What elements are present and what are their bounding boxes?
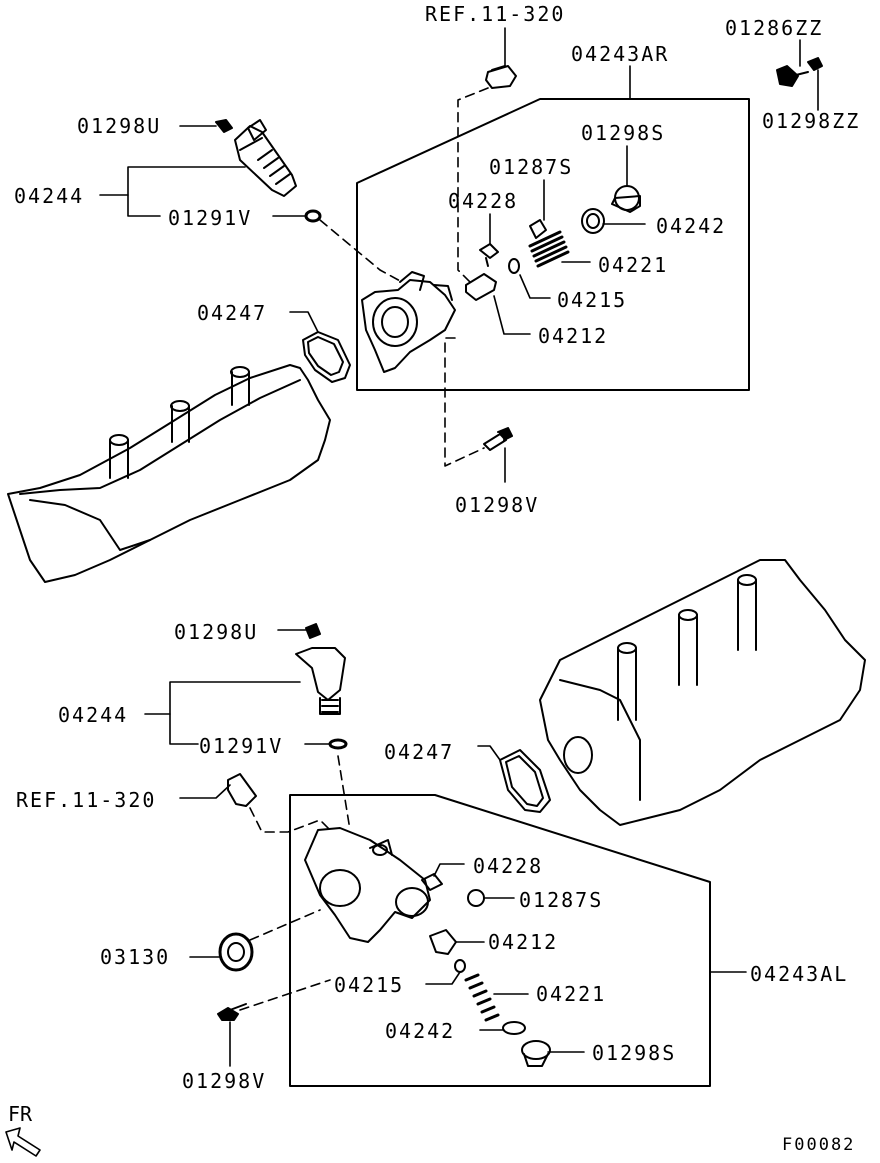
label-04242-lower: 04242 (385, 1019, 456, 1043)
lower-oring-01291v (328, 738, 348, 750)
upper-bolt-01298v (483, 427, 513, 451)
front-arrow (5, 1127, 41, 1157)
lower-pin-04228 (421, 873, 443, 891)
label-04215-upper: 04215 (557, 288, 628, 312)
upper-piston-04212 (465, 273, 497, 301)
label-01287s-lower: 01287S (519, 888, 604, 912)
label-01287s-upper: 01287S (489, 155, 574, 179)
label-04243al: 04243AL (750, 962, 849, 986)
label-04212-lower: 04212 (488, 930, 559, 954)
lower-cap-01287s (467, 889, 485, 907)
upper-pin-04228 (479, 243, 499, 267)
label-01298s-lower: 01298S (592, 1041, 677, 1065)
label-04243ar: 04243AR (571, 42, 670, 66)
lower-gasket (499, 749, 551, 813)
upper-gasket (302, 331, 351, 383)
label-04221-lower: 04221 (536, 982, 607, 1006)
label-ref-upper: REF.11-320 (425, 2, 566, 26)
lower-bolt-01298u (305, 623, 321, 639)
upper-clip-04215 (508, 258, 520, 274)
dashed-assembly-lines (239, 87, 489, 1011)
upper-plug-01298s (611, 185, 641, 213)
lower-plug-01298s (521, 1040, 551, 1067)
upper-cap-01287s (529, 219, 547, 239)
lower-clip-04215 (454, 959, 466, 973)
lower-ocv-housing (304, 827, 431, 943)
upper-washer-04242 (581, 208, 605, 234)
lower-assembly-frame (289, 794, 711, 1087)
lower-spring-04221 (464, 973, 500, 1022)
leader-lines (99, 27, 819, 1067)
label-04228-upper: 04228 (448, 189, 519, 213)
label-04242-upper: 04242 (656, 214, 727, 238)
lower-cylinder-head (539, 559, 866, 826)
figure-code: F00082 (782, 1135, 856, 1155)
front-indicator-label: FR (8, 1102, 33, 1126)
label-03130: 03130 (100, 945, 171, 969)
lower-bolt-01298v (217, 1003, 247, 1021)
lower-washer-04242 (502, 1021, 526, 1035)
label-01298zz: 01298ZZ (762, 109, 861, 133)
label-04244-upper: 04244 (14, 184, 85, 208)
upper-ocv-housing (361, 271, 456, 373)
part-01298zz (807, 57, 823, 71)
seal-03130 (218, 932, 254, 972)
upper-cylinder-head (7, 364, 331, 583)
label-04212-upper: 04212 (538, 324, 609, 348)
lower-piston-04212 (429, 929, 457, 955)
label-01298u-lower: 01298U (174, 620, 259, 644)
upper-bolt-01298u (215, 119, 233, 133)
upper-ref-sensor (485, 65, 517, 89)
lower-ref-sensor (227, 773, 257, 807)
label-01286zz: 01286ZZ (725, 16, 824, 40)
label-ref-lower: REF.11-320 (16, 788, 157, 812)
label-01291v-upper: 01291V (168, 206, 253, 230)
upper-spring-04221 (528, 230, 570, 268)
label-04221-upper: 04221 (598, 253, 669, 277)
lower-ocv-solenoid (295, 647, 346, 715)
label-01298v-upper: 01298V (455, 493, 540, 517)
label-01298v-lower: 01298V (182, 1069, 267, 1093)
label-04228-lower: 04228 (473, 854, 544, 878)
upper-assembly-frame (356, 98, 750, 391)
label-04244-lower: 04244 (58, 703, 129, 727)
label-04215-lower: 04215 (334, 973, 405, 997)
part-01286zz (776, 65, 809, 87)
label-04247-lower: 04247 (384, 740, 455, 764)
label-01298u-upper: 01298U (77, 114, 162, 138)
label-01298s-upper: 01298S (581, 121, 666, 145)
upper-ocv-solenoid (234, 119, 297, 197)
label-01291v-lower: 01291V (199, 734, 284, 758)
label-04247-upper: 04247 (197, 301, 268, 325)
upper-oring-01291v (304, 209, 322, 223)
